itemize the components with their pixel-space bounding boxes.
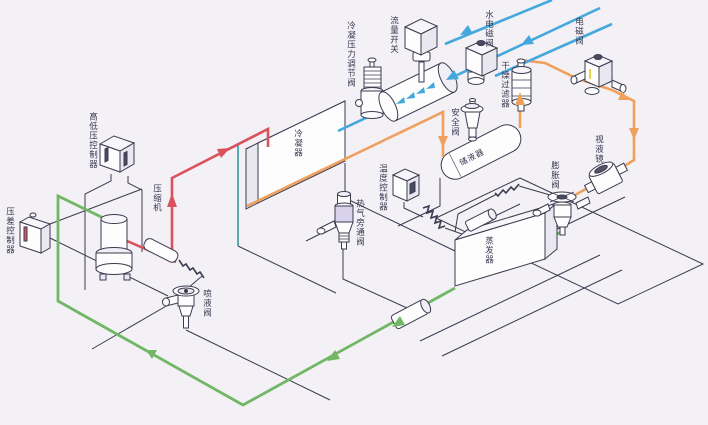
safety-valve-body xyxy=(460,98,484,142)
label-compressor: 压缩机 xyxy=(151,184,162,213)
condensing-pressure-regulating-valve-body xyxy=(355,57,384,119)
equalizer-coil xyxy=(494,183,520,198)
label-temperature-controller: 温度控制器 xyxy=(377,164,388,212)
label-flow-switch: 流量开关 xyxy=(388,16,399,54)
temp-sensor-coil xyxy=(422,204,446,230)
condenser-body xyxy=(245,100,346,210)
label-hot-gas-bypass-valve: 热气旁通阀 xyxy=(354,199,365,247)
sight-glass-body xyxy=(583,161,629,195)
label-expansion-valve: 膨胀阀 xyxy=(549,161,560,190)
muffler-tube xyxy=(143,238,179,263)
high-low-pressure-controller-body xyxy=(98,135,136,173)
label-condenser: 冷凝器 xyxy=(292,129,303,158)
distributor-tube xyxy=(464,208,497,232)
compressor-body xyxy=(95,214,133,281)
label-liquid-injection-valve: 喷液阀 xyxy=(201,289,212,318)
label-sight-glass: 视液镜 xyxy=(593,135,604,164)
hot-gas-bypass-valve-body xyxy=(316,191,354,250)
capillary-coils xyxy=(178,183,520,279)
label-water-solenoid-valve: 水电磁阀 xyxy=(483,10,494,48)
liquid-arrows xyxy=(438,91,639,148)
discharge-arrows xyxy=(167,148,230,207)
temperature-controller-body xyxy=(391,168,421,202)
label-solenoid-valve: 电磁阀 xyxy=(573,17,584,46)
flow-direction-chevrons xyxy=(396,82,435,104)
label-evaporator: 蒸发器 xyxy=(483,236,494,265)
label-filter-drier: 干燥过滤器 xyxy=(499,61,510,109)
pressure-differential-controller-body xyxy=(18,212,52,254)
label-safety-valve: 安全阀 xyxy=(449,108,460,137)
frame-lines xyxy=(49,163,705,401)
label-pressure-differential-controller: 压差控制器 xyxy=(4,207,15,255)
liquid-injection-valve-body xyxy=(162,285,200,329)
label-condensing-pressure-regulating-valve: 冷凝压力调节阀 xyxy=(345,21,356,88)
water-solenoid-valve-body xyxy=(464,40,499,85)
expansion-valve-body xyxy=(532,191,591,236)
flow-switch-body xyxy=(378,18,458,122)
water-arrows xyxy=(446,25,534,80)
evaporator-body xyxy=(454,201,558,287)
label-high-low-pressure-controller: 高低压控制器 xyxy=(87,112,98,169)
solenoid-valve-body xyxy=(570,54,627,95)
vibration-coil xyxy=(178,259,205,279)
suction-arrows xyxy=(146,316,405,361)
